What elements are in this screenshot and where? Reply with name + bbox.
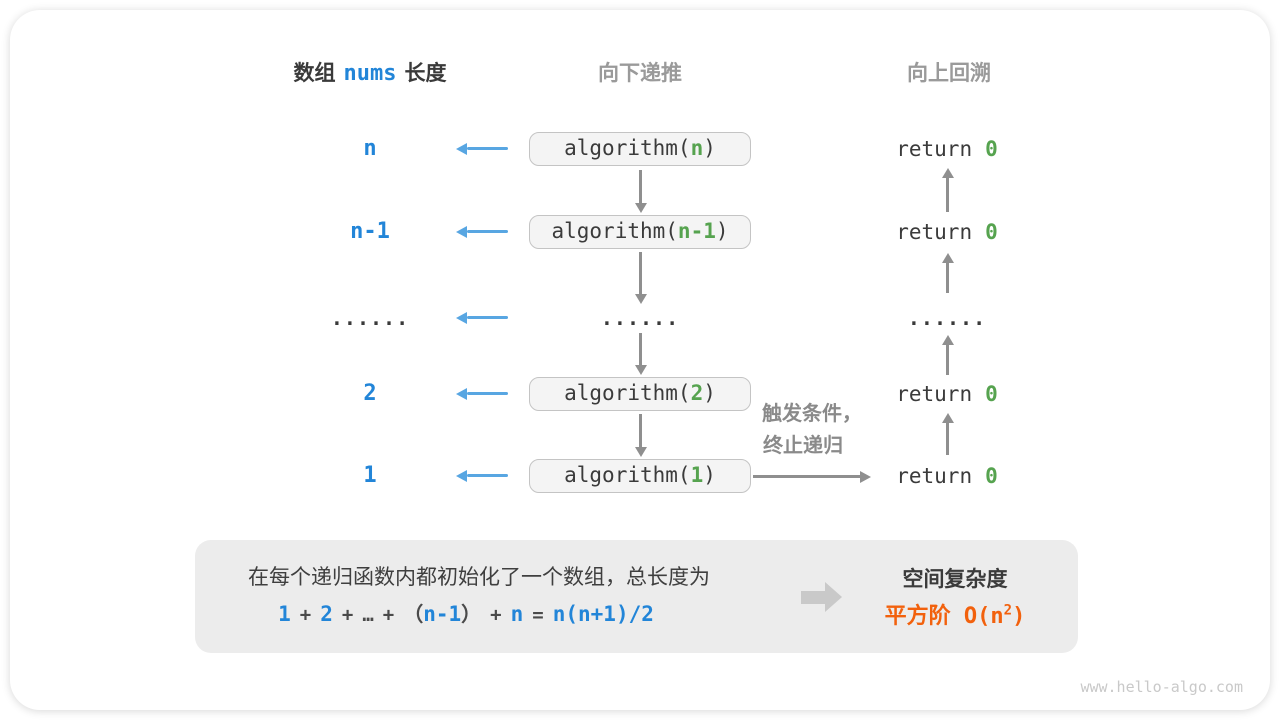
- return-keyword: return: [896, 464, 973, 488]
- call-box-2: algorithm(2): [529, 377, 751, 411]
- length-label-n-1: n-1: [350, 219, 390, 244]
- call-open: algorithm(: [551, 219, 678, 243]
- formula-paren-group: （n-1）: [403, 598, 481, 627]
- up-arrow: [941, 253, 954, 293]
- formula-operator: +: [490, 604, 502, 626]
- summary-formula: 1 + 2 + … + （n-1） + n = n(n+1)/2: [196, 598, 736, 627]
- up-arrow: [941, 335, 954, 375]
- formula-term: n: [510, 602, 524, 626]
- call-open: algorithm(: [564, 381, 691, 405]
- return-statement: return 0: [857, 379, 1037, 409]
- left-arrow: [456, 311, 508, 324]
- complexity-prefix: 平方阶 O(n: [884, 604, 1004, 629]
- ellipsis-right: ......: [907, 306, 987, 330]
- formula-operator: +: [299, 604, 312, 626]
- ellipsis-middle: ......: [600, 306, 680, 330]
- space-complexity-title: 空间复杂度: [902, 568, 1008, 591]
- down-arrow: [634, 333, 647, 375]
- return-value: 0: [985, 220, 998, 244]
- array-length-header: 数组 nums 长度: [270, 59, 470, 89]
- return-keyword: return: [896, 220, 973, 244]
- summary-description: 在每个递归函数内都初始化了一个数组，总长度为: [248, 566, 710, 589]
- call-box-n-1: algorithm(n-1): [529, 215, 751, 249]
- return-statement: return 0: [857, 217, 1037, 247]
- block-arrow-bar: [801, 591, 825, 604]
- call-open: algorithm(: [564, 463, 691, 487]
- complexity-exponent: 2: [1003, 602, 1013, 619]
- left-arrow: [456, 387, 508, 400]
- return-keyword: return: [896, 137, 973, 161]
- call-box-1: algorithm(1): [529, 459, 751, 493]
- space-complexity-value: 平方阶 O(n2): [850, 598, 1060, 630]
- nums-code-label: nums: [343, 61, 397, 86]
- call-open: algorithm(: [564, 136, 691, 160]
- recurse-down-header: 向下递推: [598, 62, 682, 85]
- call-box-n: algorithm(n): [529, 132, 751, 166]
- call-arg: 2: [690, 381, 704, 405]
- down-arrow: [634, 414, 647, 457]
- return-statement: return 0: [857, 461, 1037, 491]
- left-arrow: [456, 142, 508, 155]
- summary-panel: [195, 540, 1078, 653]
- ellipsis-left: ......: [330, 306, 410, 330]
- formula-operator: +: [382, 604, 395, 626]
- note-trigger-condition-line1: 触发条件，: [762, 403, 862, 425]
- formula-ellipsis: …: [362, 604, 374, 626]
- formula-term: 1: [278, 602, 291, 626]
- return-statement: return 0: [857, 134, 1037, 164]
- return-value: 0: [985, 464, 998, 488]
- call-arg: 1: [690, 463, 704, 487]
- return-value: 0: [985, 137, 998, 161]
- call-close: ): [703, 463, 716, 487]
- up-arrow: [941, 413, 954, 455]
- down-arrow: [634, 252, 647, 304]
- up-arrow: [941, 168, 954, 212]
- array-length-header-suffix: 长度: [404, 62, 447, 85]
- call-close: ): [715, 219, 729, 243]
- formula-term: n-1: [423, 602, 462, 626]
- call-arg: n-1: [677, 219, 716, 243]
- left-arrow: [456, 225, 508, 238]
- left-arrow: [456, 469, 508, 482]
- down-arrow: [634, 170, 647, 213]
- call-arg: n: [690, 136, 704, 160]
- formula-term: 2: [320, 602, 333, 626]
- formula-paren-close: ）: [461, 604, 482, 626]
- formula-paren-open: （: [403, 604, 424, 626]
- complexity-close: ): [1012, 604, 1026, 629]
- array-length-header-prefix: 数组: [293, 62, 336, 85]
- call-close: ): [703, 381, 716, 405]
- block-arrow-tip: [825, 582, 842, 612]
- length-label-2: 2: [363, 381, 377, 406]
- backtrack-up-header: 向上回溯: [907, 62, 991, 85]
- formula-result: n(n+1)/2: [552, 602, 654, 626]
- return-value: 0: [985, 382, 998, 406]
- formula-operator: +: [341, 604, 354, 626]
- call-close: ): [703, 136, 716, 160]
- watermark: www.hello-algo.com: [1080, 678, 1243, 696]
- return-keyword: return: [896, 382, 973, 406]
- implies-block-arrow-icon: [801, 582, 843, 612]
- terminate-arrow: [753, 470, 871, 483]
- formula-equals: =: [532, 604, 544, 626]
- note-trigger-condition-line2: 终止递归: [763, 435, 843, 457]
- length-label-n: n: [363, 136, 377, 161]
- length-label-1: 1: [363, 463, 377, 488]
